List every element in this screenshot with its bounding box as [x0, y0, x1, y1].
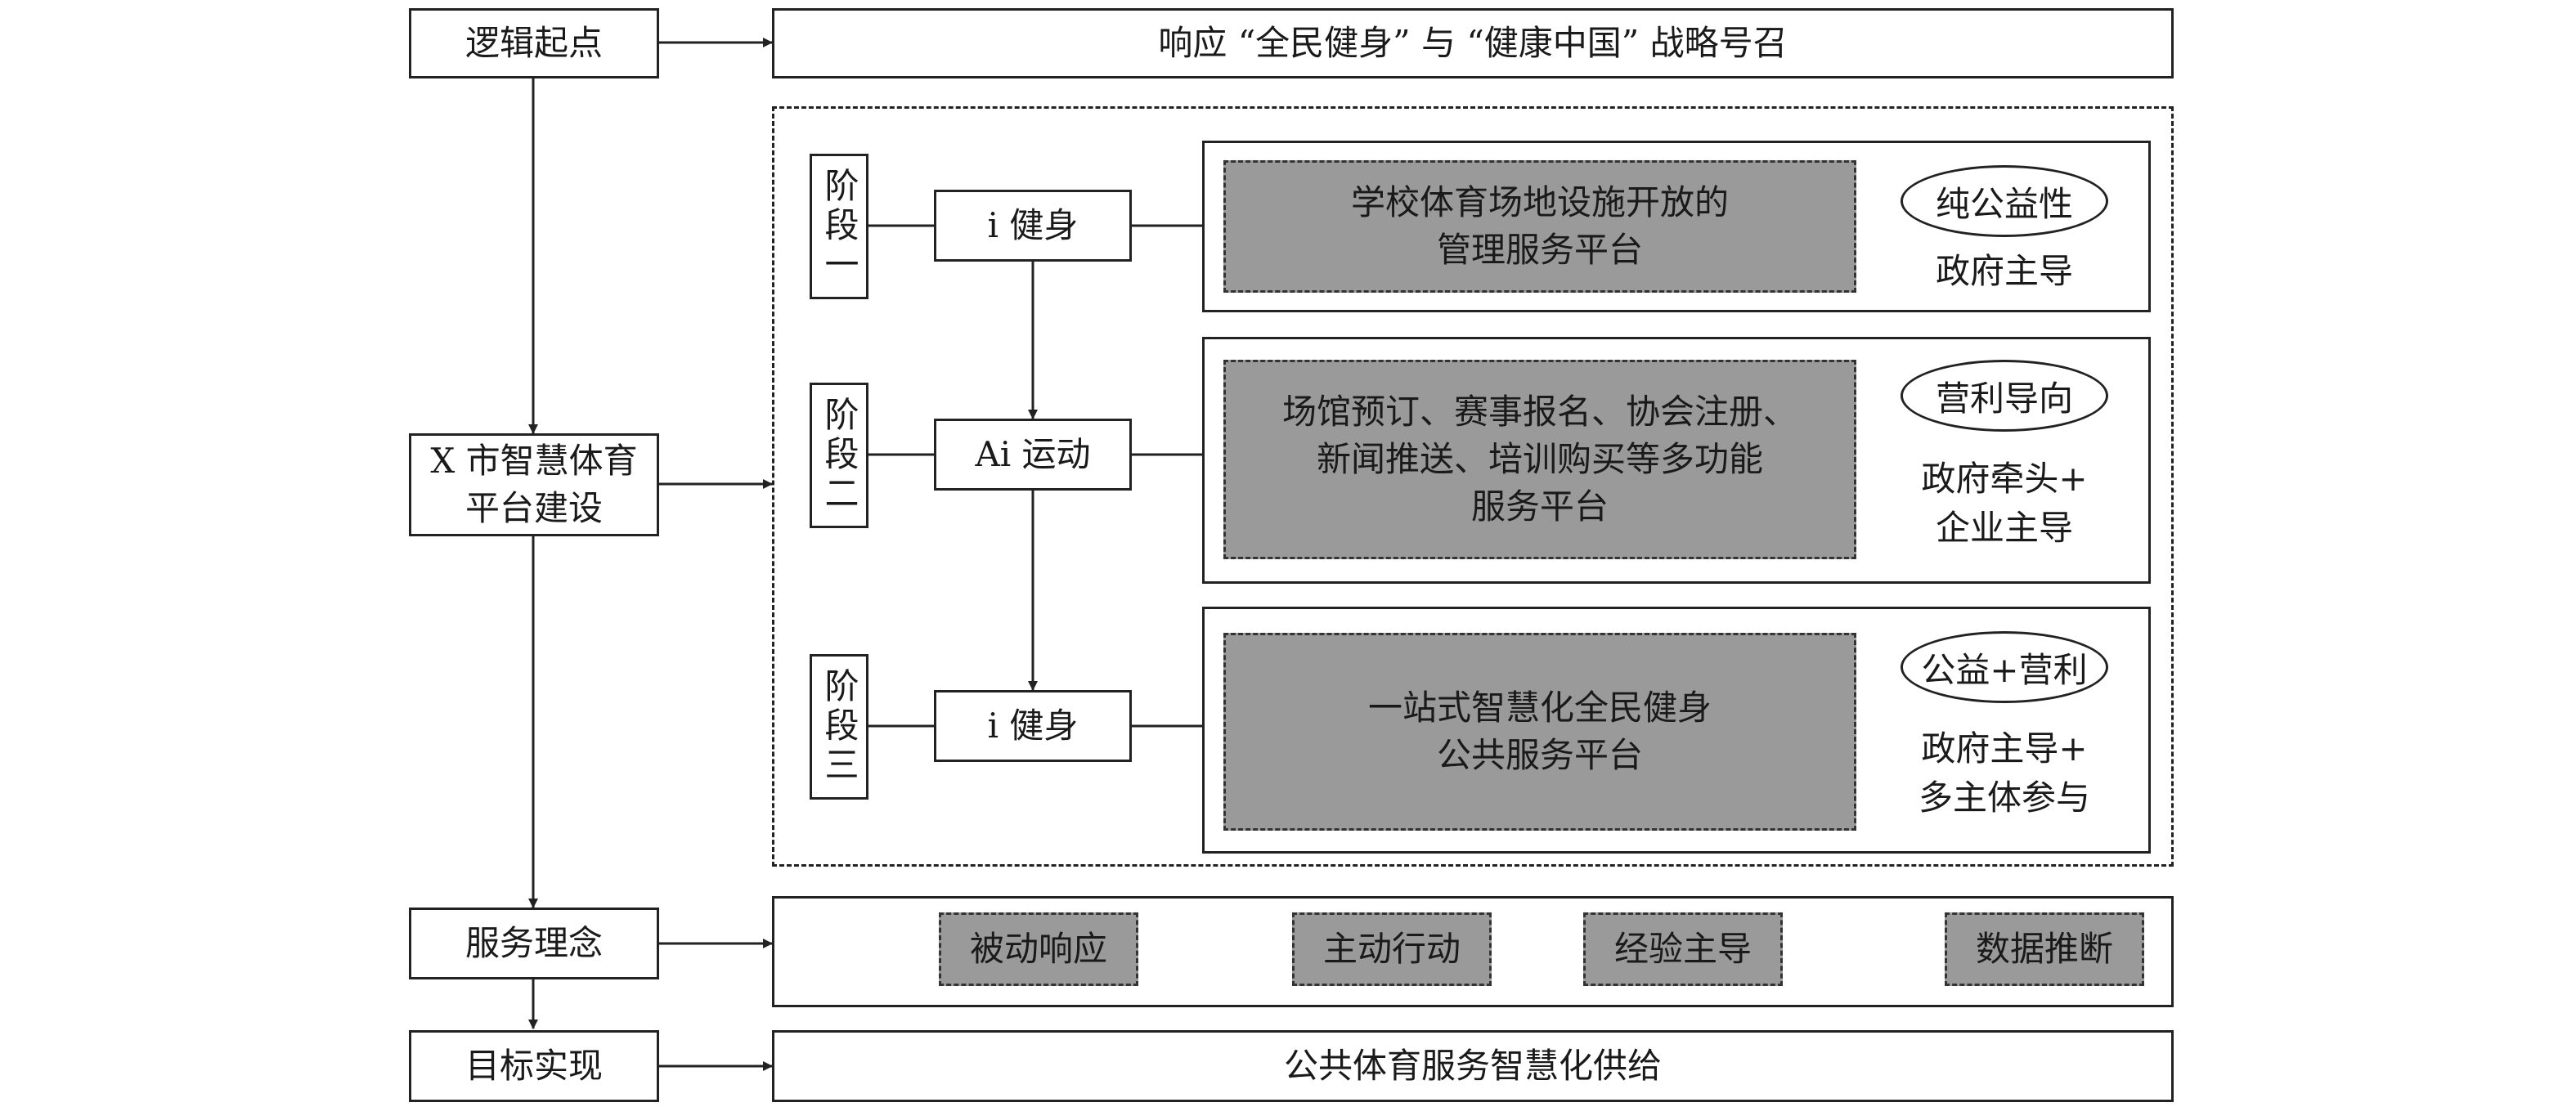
goal-box: 目标实现	[409, 1030, 659, 1102]
concept-data-inference: 数据推断	[1945, 912, 2144, 986]
stage-1-nature: 纯公益性	[1901, 165, 2108, 237]
stage-2-lead: 政府牵头+ 企业主导	[1921, 459, 2088, 548]
stage-1-lead: 政府主导	[1935, 251, 2073, 291]
stage-3-app: i 健身	[934, 690, 1132, 762]
stage-3-platform: 一站式智慧化全民健身 公共服务平台	[1223, 633, 1856, 831]
stage-2-label: 阶段二	[810, 383, 868, 528]
service-concept-box: 服务理念	[409, 908, 659, 979]
stage-1-platform: 学校体育场地设施开放的 管理服务平台	[1223, 160, 1856, 293]
concept-experience-led: 经验主导	[1583, 912, 1783, 986]
top-banner: 响应 “全民健身” 与 “健康中国” 战略号召	[772, 8, 2174, 78]
stage-2-app: Ai 运动	[934, 419, 1132, 491]
stage-2-platform: 场馆预订、赛事报名、协会注册、 新闻推送、培训购买等多功能 服务平台	[1223, 360, 1856, 559]
concept-active-action: 主动行动	[1292, 912, 1492, 986]
stage-1-label: 阶段一	[810, 154, 868, 299]
stage-1-app: i 健身	[934, 190, 1132, 262]
logic-start-box: 逻辑起点	[409, 8, 659, 78]
goal-panel: 公共体育服务智慧化供给	[772, 1030, 2174, 1102]
concept-passive-response: 被动响应	[939, 912, 1138, 986]
stage-3-nature: 公益+营利	[1901, 631, 2108, 703]
stage-3-lead: 政府主导+ 多主体参与	[1918, 728, 2090, 818]
platform-construction-box: X 市智慧体育 平台建设	[409, 433, 659, 536]
stage-3-label: 阶段三	[810, 654, 868, 800]
stages-container	[772, 106, 2174, 867]
stage-2-nature: 营利导向	[1901, 360, 2108, 432]
